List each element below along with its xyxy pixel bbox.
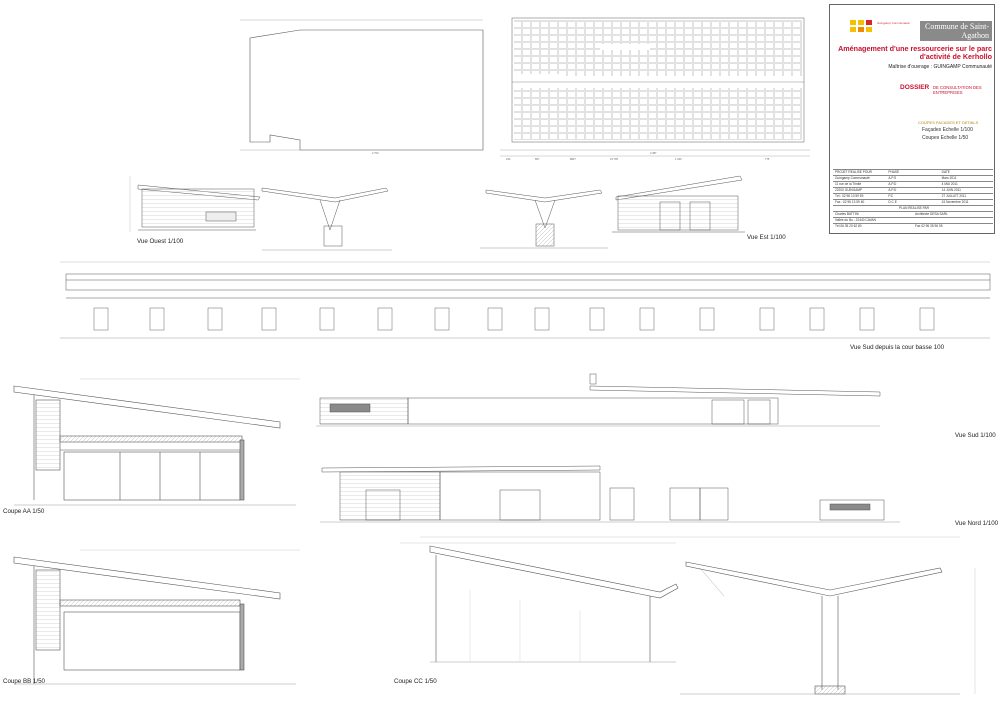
coupe-bb-drawing bbox=[13, 556, 296, 685]
client-line: Maîtrise d'ouvrage : GUINGAMP Communauté bbox=[888, 64, 992, 70]
phase-row: Fax : 02 96 13 59 60 D.C.E 24 Novembre 2… bbox=[833, 199, 993, 205]
roof-plan-left bbox=[240, 19, 484, 151]
label-coupe-cc: Coupe CC 1/50 bbox=[394, 678, 437, 685]
view-sud-cour-columns bbox=[93, 307, 935, 331]
logo-text: Guingamp Communauté bbox=[877, 21, 910, 25]
dimension-lines bbox=[80, 378, 976, 694]
label-coupe-bb: Coupe BB 1/50 bbox=[3, 678, 45, 685]
svg-text:2 700: 2 700 bbox=[372, 151, 379, 155]
architect-row: Tél 06 35 20 62 80 Fax 02 96 35 96 95 bbox=[833, 223, 993, 229]
dossier-label: DOSSIER bbox=[900, 84, 930, 91]
view-est-drawing bbox=[612, 175, 745, 233]
label-vue-sud: Vue Sud 1/100 bbox=[955, 432, 996, 439]
scale-coupes: Coupes Echelle 1/50 bbox=[922, 135, 969, 141]
view-nord-drawing bbox=[320, 465, 900, 523]
phase-row: Guingamp Communauté A.P.S Mars 2011 bbox=[833, 175, 993, 181]
label-coupe-aa: Coupe AA 1/50 bbox=[3, 508, 45, 515]
sheet-heading: COUPES FACADES ET DETAILS bbox=[918, 120, 979, 125]
dossier-subtitle: DE CONSULTATION DES ENTREPRISES bbox=[933, 85, 982, 95]
svg-text:775: 775 bbox=[765, 157, 770, 161]
label-vue-est: Vue Est 1/100 bbox=[747, 234, 786, 241]
scale-facades: Façades Echelle 1/100 bbox=[922, 127, 973, 133]
phase-row: Tél : 02 96 13 59 59 P.C 27 JUILLET 2011 bbox=[833, 193, 993, 199]
view-sud-cour-drawing bbox=[60, 261, 991, 339]
architect-row: Charles BATTINI Architecte DESA SARL bbox=[833, 211, 993, 217]
plan-by-row: PLAN REALISE PAR bbox=[833, 205, 993, 211]
label-vue-nord: Vue Nord 1/100 bbox=[955, 520, 999, 527]
svg-text:3 487: 3 487 bbox=[650, 151, 657, 155]
phase-row: 11 rue de la Trinité A.P.D 4 MAI 2011 bbox=[833, 181, 993, 187]
svg-text:867: 867 bbox=[535, 157, 540, 161]
title-block: Guingamp Communauté Commune de Saint-Aga… bbox=[829, 4, 995, 234]
label-vue-ouest: Vue Ouest 1/100 bbox=[137, 238, 184, 245]
canopy-section-detail bbox=[680, 561, 960, 695]
phase-row: 22200 GUINGAMP A.P.D 14 JUIN 2011 bbox=[833, 187, 993, 193]
coupe-aa-drawing bbox=[13, 385, 296, 506]
view-ouest-canopy bbox=[261, 187, 392, 251]
svg-text:1 040: 1 040 bbox=[675, 157, 682, 161]
guingamp-logo bbox=[850, 20, 874, 34]
svg-text:240: 240 bbox=[506, 157, 511, 161]
phase-table: PROJET REALISE POUR PHASE DATE Guingamp … bbox=[833, 169, 993, 229]
project-title: Aménagement d'une ressourcerie sur le pa… bbox=[838, 44, 992, 61]
coupe-cc-drawing bbox=[400, 542, 679, 663]
architect-row: Vallée du Bu - 22440 CAVAN bbox=[833, 217, 993, 223]
phase-table-header: PROJET REALISE POUR PHASE DATE bbox=[833, 169, 993, 175]
svg-text:8827: 8827 bbox=[570, 157, 576, 161]
commune-name: Commune de Saint-Agathon bbox=[920, 21, 992, 41]
label-vue-sud-cour: Vue Sud depuis la cour basse 100 bbox=[850, 344, 945, 351]
svg-text:15 705: 15 705 bbox=[610, 157, 618, 161]
view-est-canopy bbox=[480, 189, 608, 249]
view-ouest-drawing bbox=[129, 176, 261, 232]
solar-panel-roof-plan bbox=[500, 17, 810, 157]
plan-dimension-marks: 2 700 3 487 240 867 8827 15 705 1 040 77… bbox=[372, 151, 770, 161]
view-sud-drawing bbox=[316, 373, 881, 427]
